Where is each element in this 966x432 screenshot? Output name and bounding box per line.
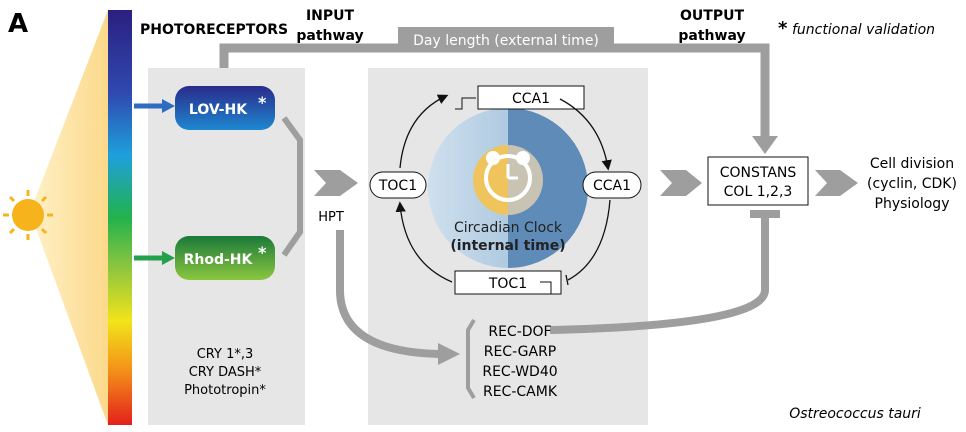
- rec-item: REC-WD40: [482, 364, 557, 380]
- output-header: OUTPUT: [680, 8, 744, 24]
- toc1-protein-label: TOC1: [378, 178, 417, 194]
- cca1-gene-box: [477, 85, 585, 110]
- output-arrow: [660, 170, 702, 196]
- rec-bracket: [466, 318, 476, 400]
- cry-label: CRY 1*,3: [197, 347, 254, 362]
- clock-title: Circadian Clock: [454, 220, 563, 236]
- cca1-protein-pill: [582, 171, 642, 199]
- input-header: INPUT: [306, 8, 355, 24]
- output-physiology: Physiology: [875, 196, 950, 212]
- input-header-sub: pathway: [296, 28, 363, 44]
- sun-icon: [3, 190, 53, 240]
- day-length-label: Day length (external time): [413, 33, 599, 49]
- output-cell-division: Cell division: [870, 156, 954, 172]
- toc1-gene-box: [454, 270, 562, 295]
- cca1-gene-label: CCA1: [512, 91, 550, 107]
- photoreceptors-header: PHOTORECEPTORS: [140, 22, 288, 38]
- physiology-arrow: [815, 170, 858, 196]
- light-spectrum-bar: [108, 10, 132, 425]
- hpt-label: HPT: [318, 210, 344, 225]
- toc1-promoter-icon: [540, 281, 552, 294]
- phototropin-label: Phototropin*: [184, 383, 266, 398]
- legend-star: *: [778, 18, 788, 39]
- clock-subtitle: (internal time): [450, 238, 565, 254]
- day-length-arrowhead: [752, 136, 778, 154]
- rec-item: REC-GARP: [484, 344, 557, 360]
- hpt-arrowhead: [438, 343, 460, 365]
- constans-box: [707, 156, 809, 206]
- input-arrow: [314, 170, 358, 196]
- blue-light-arrow-icon: [134, 99, 175, 113]
- lov-hk-box: [175, 86, 275, 130]
- receptor-bracket: [281, 116, 303, 257]
- lov-hk-label: LOV-HK: [189, 102, 248, 118]
- day-length-label-bg: [398, 27, 614, 51]
- lov-star: *: [258, 93, 267, 112]
- rec-item: REC-DOF: [488, 324, 551, 340]
- rhod-star: *: [258, 243, 267, 262]
- green-light-arrow-icon: [134, 251, 175, 265]
- clock-cycle-arrows: [395, 94, 612, 286]
- toc1-protein-pill: [369, 171, 427, 199]
- col-label: COL 1,2,3: [724, 184, 793, 200]
- rhod-hk-box: [175, 236, 275, 280]
- rhod-hk-label: Rhod-HK: [184, 252, 254, 268]
- legend-text: functional validation: [792, 22, 935, 38]
- output-cyclin: (cyclin, CDK): [867, 176, 957, 192]
- rec-inhibition-line: [549, 216, 769, 334]
- cca1-promoter-icon: [455, 97, 476, 110]
- panel-label: A: [8, 9, 28, 39]
- cry-dash-label: CRY DASH*: [189, 365, 262, 380]
- light-cone: [30, 10, 108, 425]
- species-label: Ostreococcus tauri: [789, 406, 921, 422]
- rec-item: REC-CAMK: [483, 384, 558, 400]
- hpt-to-rec-arrow: [336, 230, 441, 358]
- constans-label: CONSTANS: [720, 165, 797, 181]
- circadian-clock-icon: [428, 108, 588, 268]
- toc1-gene-label: TOC1: [488, 276, 527, 292]
- output-header-sub: pathway: [678, 28, 745, 44]
- cca1-protein-label: CCA1: [593, 178, 631, 194]
